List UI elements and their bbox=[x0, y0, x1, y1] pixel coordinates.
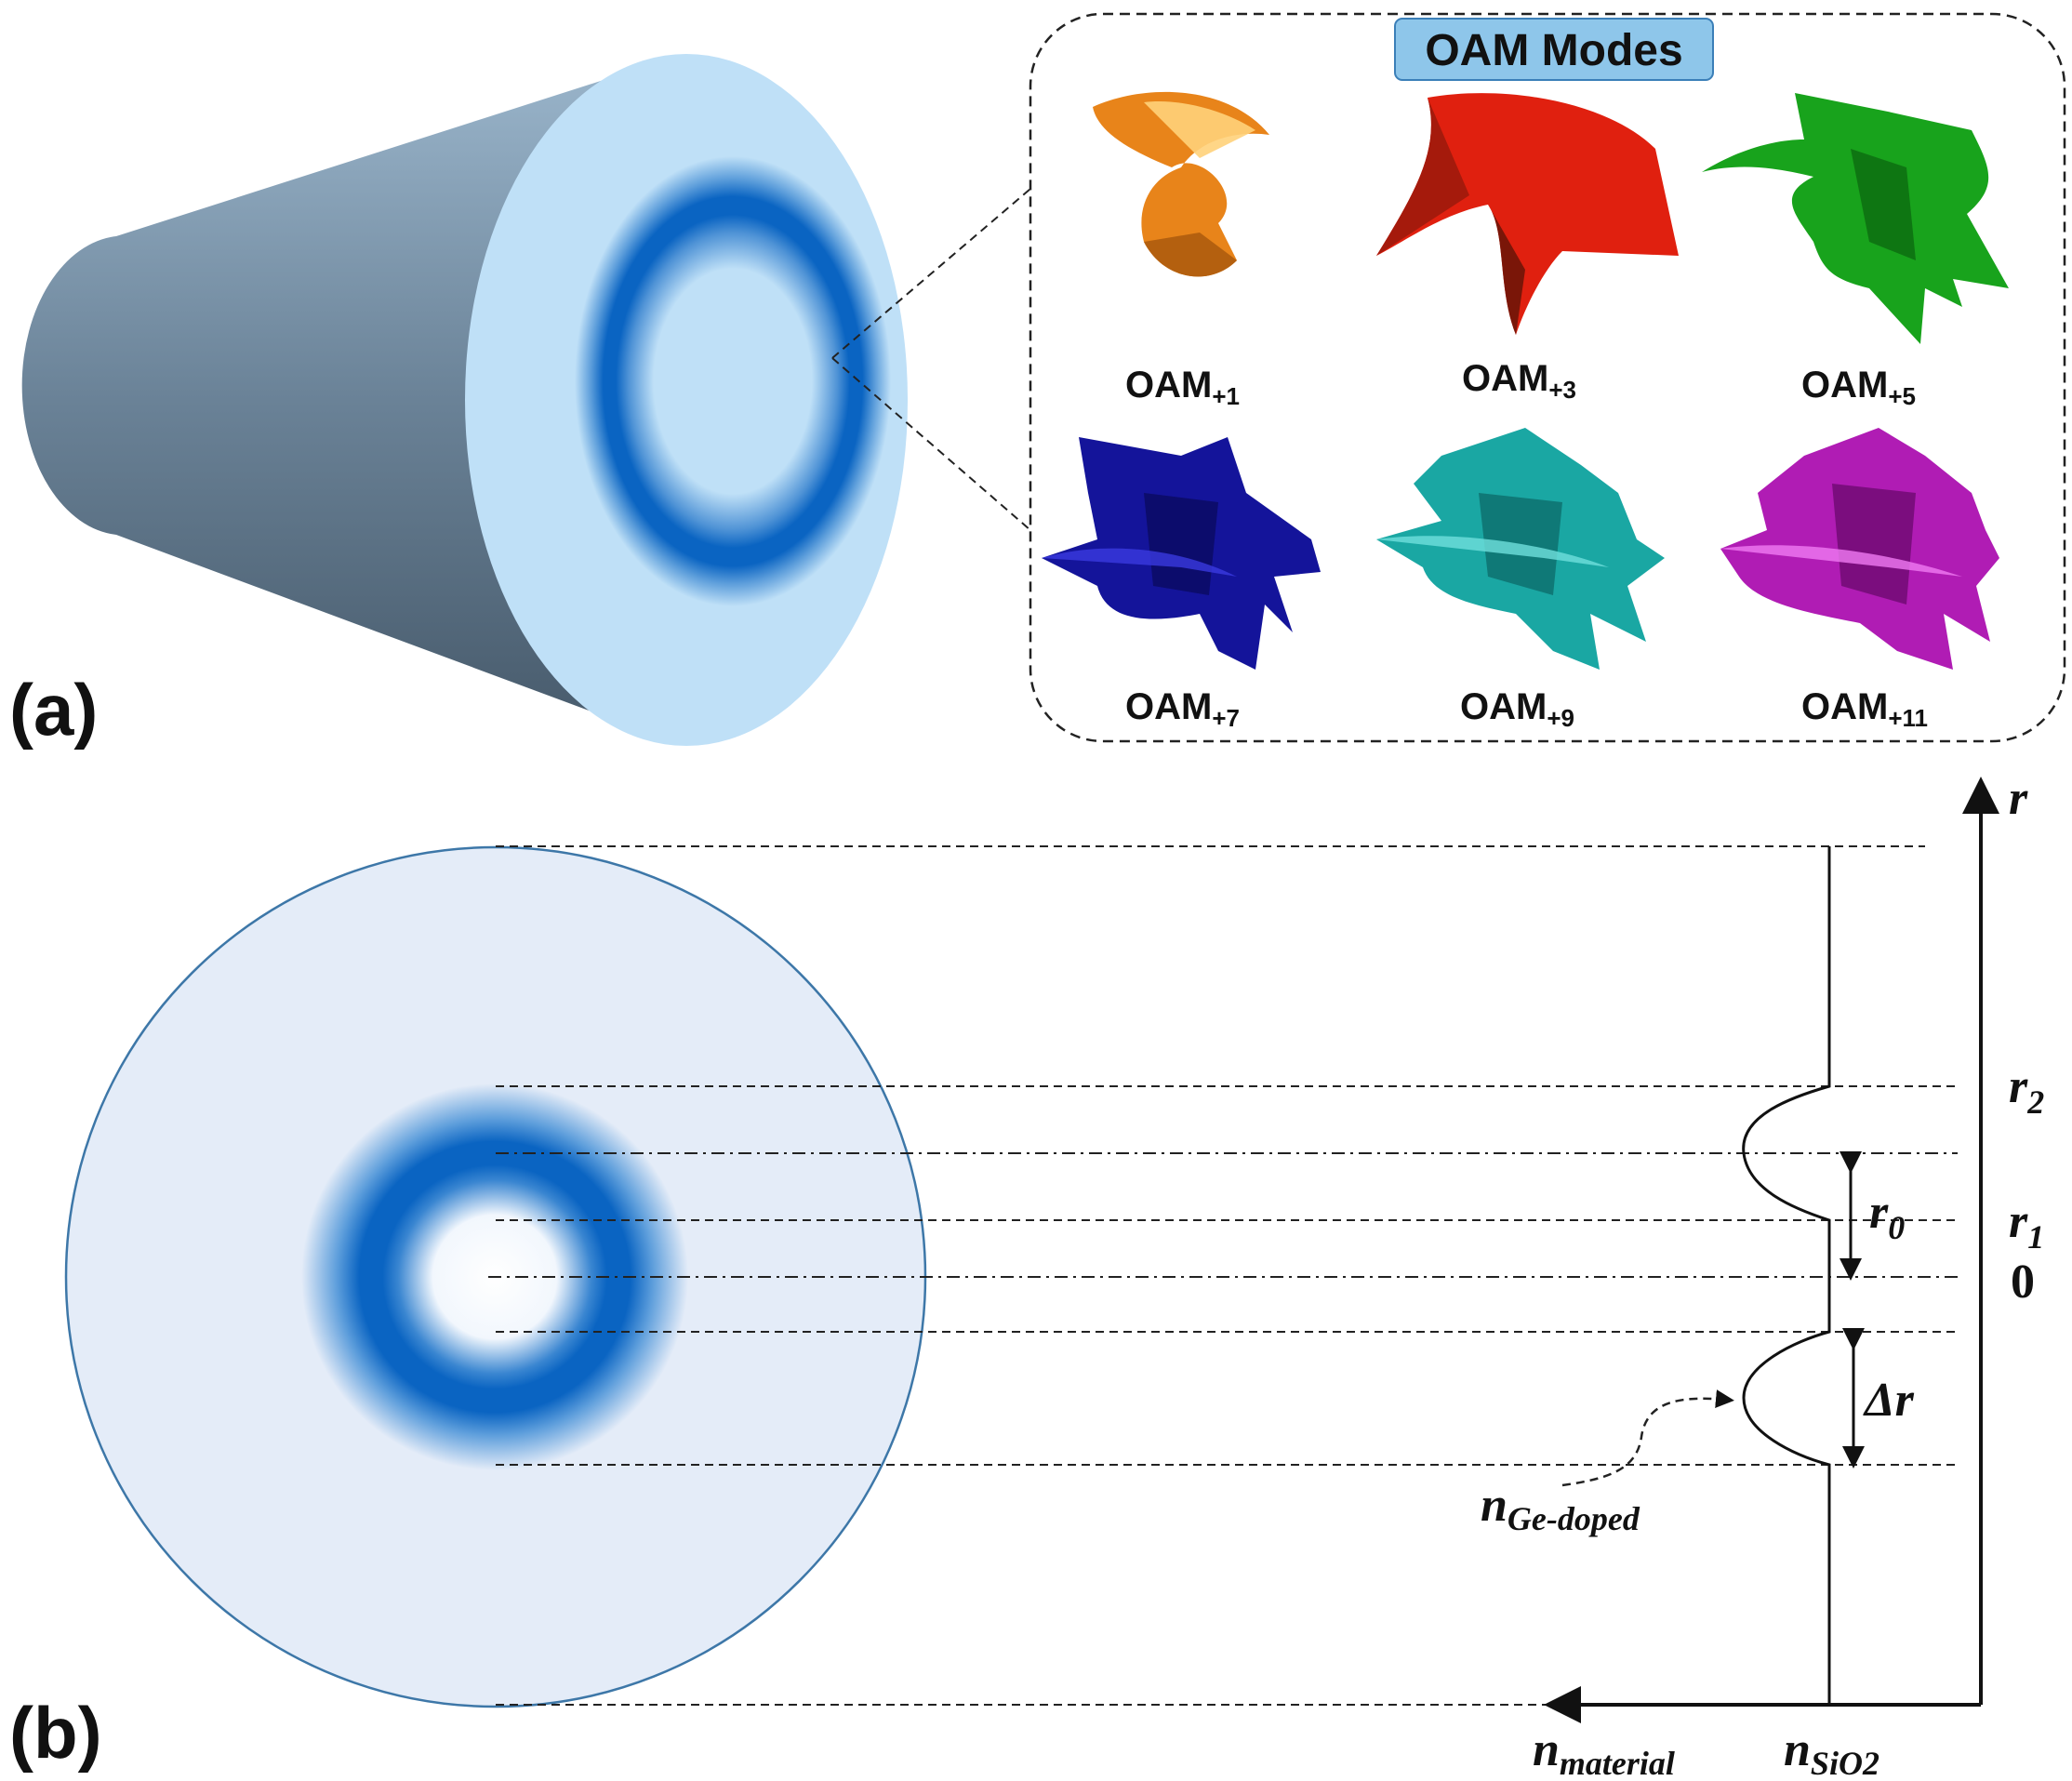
oam-modes-box bbox=[1029, 12, 2066, 743]
zoom-line-top bbox=[831, 188, 1031, 359]
oam-mode-9-icon bbox=[1376, 428, 1665, 670]
r1-label: r1 bbox=[2009, 1195, 2044, 1256]
oam-mode-1-icon bbox=[1093, 91, 1269, 277]
r2-label: r2 bbox=[2009, 1060, 2044, 1121]
oam-label-7: OAM+7 bbox=[1125, 686, 1240, 732]
oam-label-9: OAM+9 bbox=[1460, 686, 1574, 732]
panel-label-a: (a) bbox=[9, 669, 98, 751]
zoom-line-bottom bbox=[831, 357, 1031, 531]
oam-mode-11-icon bbox=[1720, 428, 1999, 670]
zero-label: 0 bbox=[2011, 1256, 2035, 1309]
oam-title-box bbox=[1394, 18, 1714, 81]
oam-mode-7-icon bbox=[1042, 437, 1321, 670]
refractive-index-profile bbox=[1742, 846, 1831, 1705]
panel-label-b: (b) bbox=[9, 1692, 102, 1774]
oam-modes-title: OAM Modes bbox=[1425, 26, 1682, 75]
ge-doped-pointer bbox=[1561, 1389, 1734, 1487]
oam-label-1: OAM+1 bbox=[1125, 365, 1240, 410]
n-material-label: nmaterial bbox=[1533, 1723, 1675, 1781]
oam-label-3: OAM+3 bbox=[1462, 358, 1576, 404]
r-axis-label: r bbox=[2009, 772, 2028, 825]
fiber-3d bbox=[21, 54, 908, 746]
oam-label-11: OAM+11 bbox=[1801, 686, 1928, 732]
oam-mode-5-icon bbox=[1702, 93, 2009, 344]
fiber-mode-ring bbox=[575, 156, 891, 606]
oam-label-5: OAM+5 bbox=[1801, 365, 1916, 410]
r0-label: r0 bbox=[1869, 1186, 1905, 1246]
n-ge-doped-label: nGe-doped bbox=[1481, 1479, 1640, 1537]
n-sio2-label: nSiO2 bbox=[1784, 1723, 1879, 1781]
oam-mode-3-icon bbox=[1376, 93, 1679, 335]
delta-r-label: Δr bbox=[1863, 1374, 1915, 1427]
